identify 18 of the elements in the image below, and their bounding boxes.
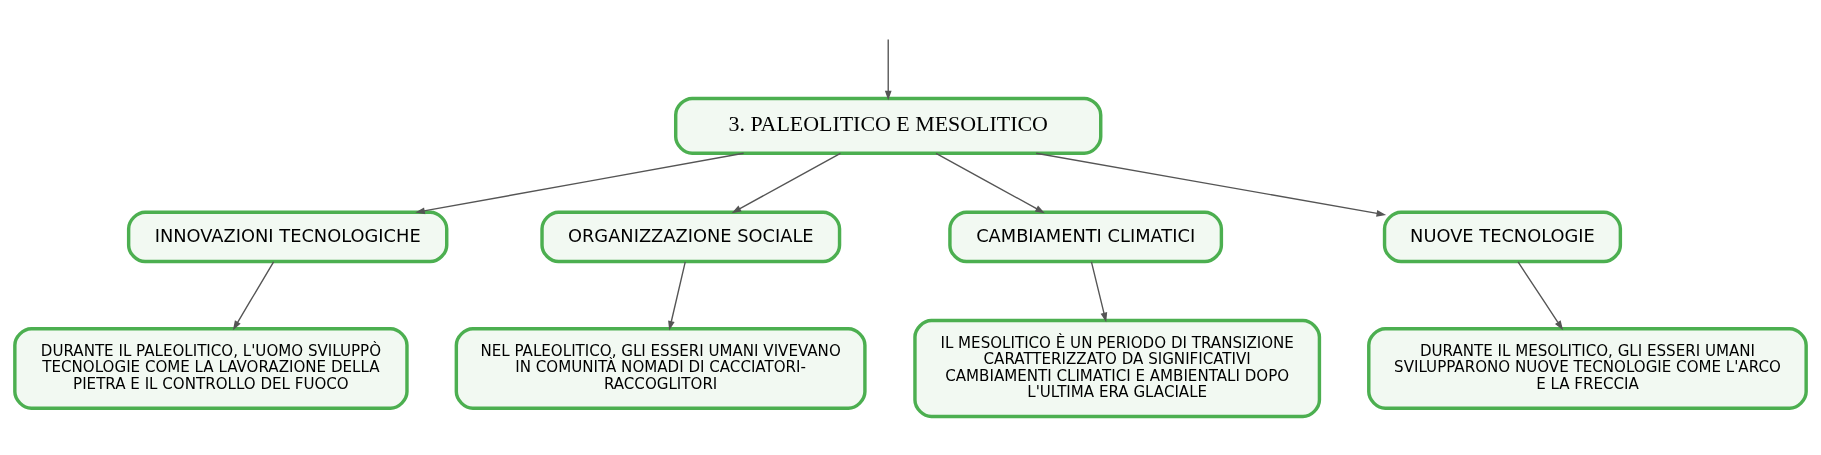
node-box: ORGANIZZAZIONE SOCIALE bbox=[540, 210, 842, 264]
node-box: DURANTE IL PALEOLITICO, L'UOMO SVILUPPÒ TECNOLOGIE COME LA LAVORAZIONE DELLA PIETRA E IL CONTROLLO DEL FUOCO bbox=[13, 327, 409, 410]
arrow bbox=[1517, 261, 1564, 331]
node-box: 3. PALEOLITICO E MESOLITICO bbox=[674, 96, 1103, 155]
arrow bbox=[731, 152, 842, 214]
node-box: INNOVAZIONI TECNOLOGICHE bbox=[126, 210, 449, 264]
arrow bbox=[884, 38, 892, 101]
node-box: DURANTE IL MESOLITICO, GLI ESSERI UMANI SVILUPPARONO NUOVE TECNOLOGIE COME L'ARCO E LA FRECCIA bbox=[1367, 327, 1808, 410]
arrow bbox=[935, 152, 1045, 214]
arrow bbox=[232, 261, 275, 331]
node-box: CAMBIAMENTI CLIMATICI bbox=[948, 210, 1224, 264]
node-box: NUOVE TECNOLOGIE bbox=[1382, 210, 1623, 264]
arrow bbox=[668, 261, 686, 331]
node-box: NEL PALEOLITICO, GLI ESSERI UMANI VIVEVANO IN COMUNITÀ NOMADI DI CACCIATORI-RACCOGLITORI bbox=[454, 327, 867, 410]
node-box: IL MESOLITICO È UN PERIODO DI TRANSIZIONE CARATTERIZZATO DA SIGNIFICATIVI CAMBIAMENTI CLIMATICI E AMBIENTALI DOPO L'ULTIMA ERA GLACIALE bbox=[913, 318, 1322, 419]
arrow bbox=[415, 152, 745, 215]
arrow bbox=[1090, 261, 1108, 323]
arrow bbox=[1035, 152, 1387, 217]
